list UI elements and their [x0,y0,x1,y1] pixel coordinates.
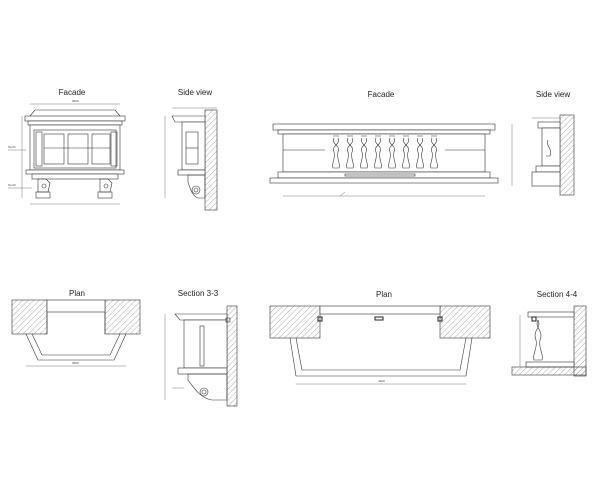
side-view-1-drawing [164,107,218,211]
plan-1-title: Plan [68,289,86,298]
svg-text:Ss-02: Ss-02 [8,183,16,187]
svg-text:4200: 4200 [378,379,385,383]
side-view-2-drawing [511,114,575,196]
section-4-4-title: Section 4-4 [536,290,578,299]
svg-text:Ss-01: Ss-01 [8,145,16,149]
facade-1-title: Facade [58,88,86,97]
facade-1-drawing: Ss-01 Ss-02 2500 [8,99,126,205]
plan-2-title: Plan [375,290,393,299]
plan-2-drawing: 4200 [269,305,491,385]
facade-2-drawing [269,123,499,197]
svg-text:2500: 2500 [72,361,79,365]
side-view-2-title: Side view [535,90,571,99]
svg-text:2500: 2500 [72,99,79,103]
section-4-4-drawing [511,305,587,377]
plan-1-drawing: 2500 [11,299,141,367]
section-3-3-title: Section 3-3 [177,289,219,298]
facade-2-title: Facade [367,90,395,99]
side-view-1-title: Side view [177,88,213,97]
section-3-3-drawing [164,305,238,407]
